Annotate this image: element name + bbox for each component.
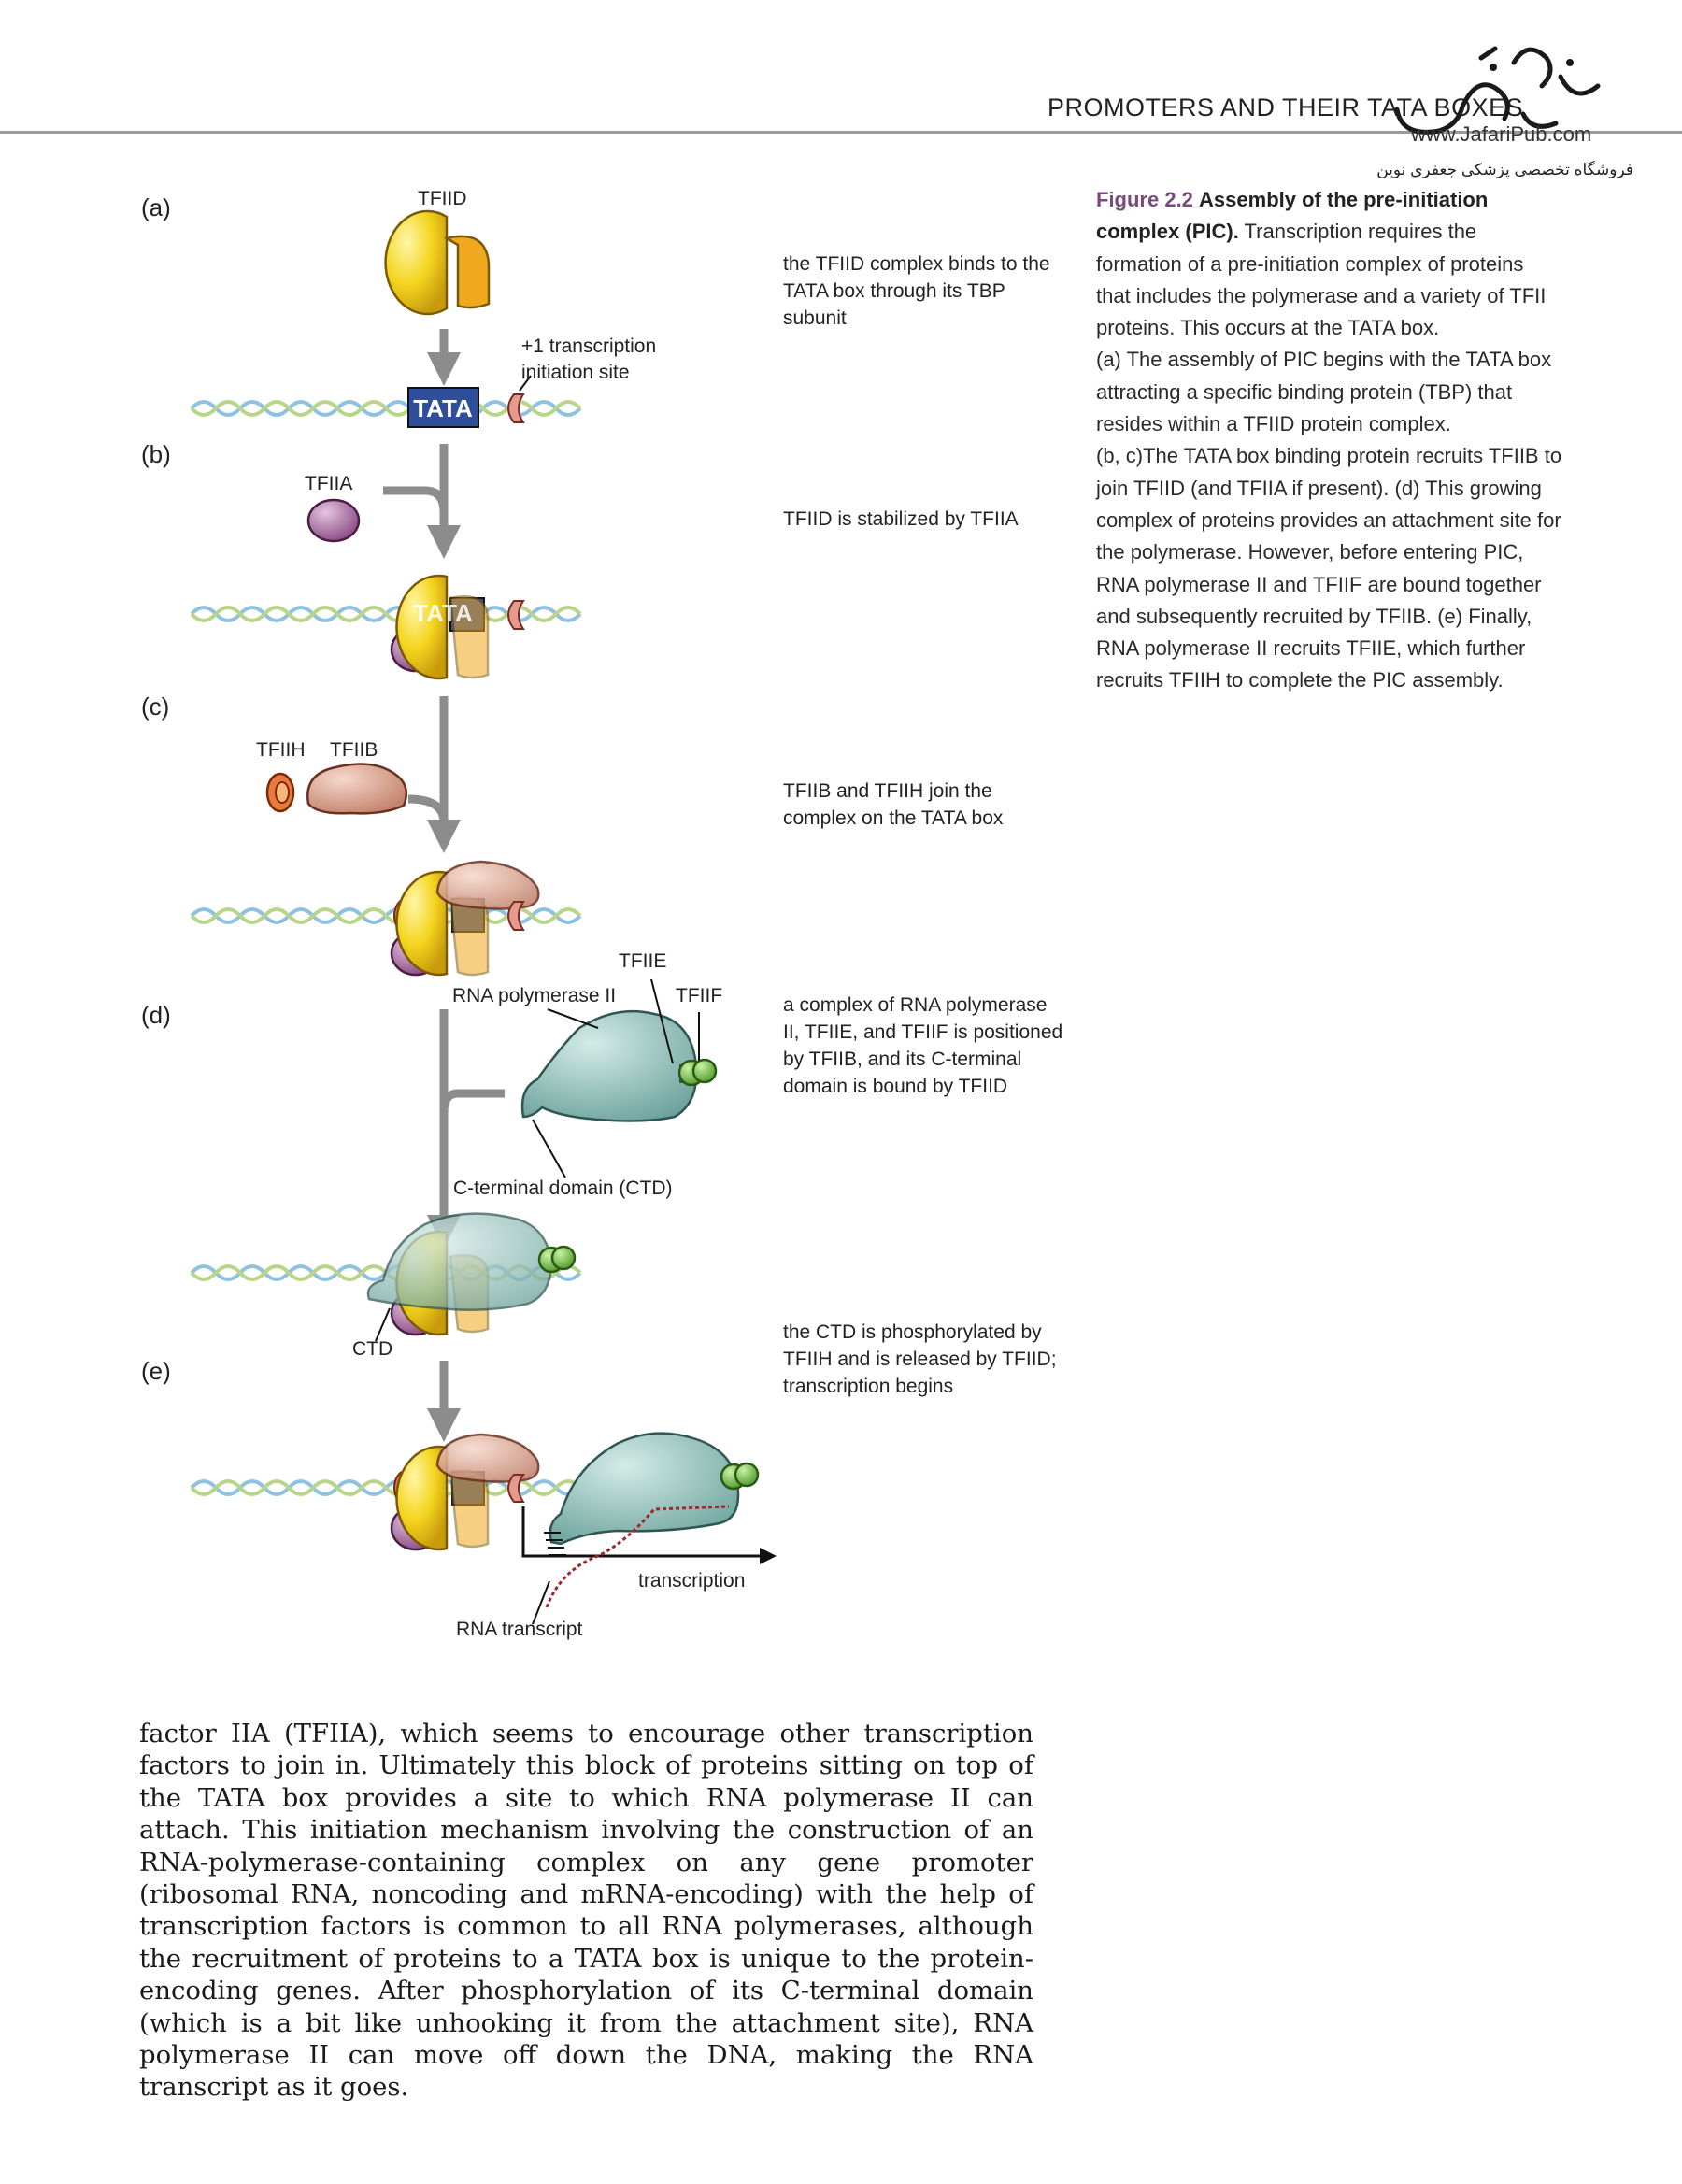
dna-strand-c bbox=[190, 907, 582, 924]
flow-arrows bbox=[383, 329, 505, 1442]
rna-polymerase-ii-elongating bbox=[549, 1432, 760, 1546]
caption-part-a: (a) The assembly of PIC begins with the … bbox=[1096, 348, 1552, 436]
tata-box-label: TATA bbox=[413, 394, 473, 422]
watermark-url: www.JafariPub.com bbox=[1411, 122, 1592, 146]
label-tfiih: TFIIH bbox=[256, 739, 306, 761]
tfiid-complex-b bbox=[390, 574, 525, 680]
label-tfiie: TFIIE bbox=[619, 950, 667, 972]
label-tss: +1 transcription initiation site bbox=[521, 335, 657, 383]
step-note-c: TFIIB and TFIIH join the complex on the … bbox=[783, 780, 1004, 829]
rna-leader-line bbox=[532, 1580, 550, 1625]
label-tfiif: TFIIF bbox=[676, 985, 723, 1006]
label-rna-polymerase-ii: RNA polymerase II bbox=[452, 985, 617, 1006]
pic-assembly-diagram: TATA TATA bbox=[190, 209, 777, 1625]
figure-caption: Figure 2.2 Assembly of the pre-initiatio… bbox=[1096, 184, 1563, 697]
tata-box-label-b: TATA bbox=[413, 599, 473, 627]
ctd-leader-line bbox=[375, 1307, 391, 1342]
panel-label-a: (a) bbox=[141, 193, 171, 221]
transcription-direction-arrow bbox=[521, 1506, 777, 1564]
tata-box bbox=[407, 387, 479, 428]
label-tfiid: TFIID bbox=[418, 188, 467, 209]
panel-label-c: (c) bbox=[141, 692, 170, 721]
label-tfiib: TFIIB bbox=[330, 739, 378, 761]
dna-strand-b bbox=[190, 606, 582, 622]
header-rule bbox=[0, 131, 1682, 134]
watermark-store-name: فروشگاه تخصصی پزشکی جعفری نوین bbox=[1376, 161, 1633, 178]
dna-strand-e bbox=[190, 1479, 582, 1496]
step-note-b: TFIID is stabilized by TFIIA bbox=[783, 508, 1019, 530]
tss-leader-line bbox=[519, 375, 532, 392]
tfiih-protein bbox=[265, 772, 295, 813]
leader-lines-d bbox=[532, 978, 700, 1178]
label-c-terminal-domain: C-terminal domain (CTD) bbox=[453, 1178, 673, 1199]
pic-complex-c bbox=[390, 860, 540, 977]
panel-label-d: (d) bbox=[141, 1001, 171, 1029]
caption-part-bcde: (b, c)The TATA box binding protein recru… bbox=[1096, 444, 1562, 692]
running-title: PROMOTERS AND THEIR TATA BOXES bbox=[1048, 93, 1524, 121]
template-ticks bbox=[544, 1532, 566, 1556]
label-ctd: CTD bbox=[352, 1338, 393, 1360]
label-rna-transcript: RNA transcript bbox=[456, 1619, 583, 1640]
caption-intro: Transcription requires the formation of … bbox=[1096, 220, 1547, 340]
panel-label-b: (b) bbox=[141, 440, 171, 468]
tfiid-protein-a bbox=[384, 209, 491, 316]
body-paragraph: factor IIA (TFIIA), which seems to encou… bbox=[139, 1719, 1033, 2103]
step-note-a: the TFIID complex binds to the TATA box … bbox=[783, 253, 1050, 329]
label-tfiia: TFIIA bbox=[305, 473, 353, 494]
dna-strand-a bbox=[190, 400, 582, 417]
pic-complex-d bbox=[366, 1212, 577, 1336]
pic-assembly-figure: TATA TATA bbox=[141, 188, 1063, 1640]
rna-polymerase-ii-complex-d bbox=[520, 1009, 718, 1122]
step-note-d: a complex of RNA polymerase II, TFIIE, a… bbox=[783, 994, 1063, 1097]
tss-marker-a bbox=[507, 393, 525, 423]
label-transcription: transcription bbox=[638, 1570, 746, 1592]
tfiia-protein bbox=[306, 498, 361, 543]
tfiib-protein bbox=[306, 763, 408, 815]
caption-title: Assembly of the pre-initiation complex (… bbox=[1096, 188, 1489, 244]
publisher-watermark-logo bbox=[1394, 46, 1601, 135]
pic-complex-e bbox=[390, 1433, 540, 1551]
step-note-e: the CTD is phosphorylated by TFIIH and i… bbox=[783, 1321, 1057, 1397]
rna-transcript-strand bbox=[545, 1505, 730, 1608]
caption-figure-label: Figure 2.2 bbox=[1096, 188, 1193, 211]
panel-label-e: (e) bbox=[141, 1357, 171, 1385]
